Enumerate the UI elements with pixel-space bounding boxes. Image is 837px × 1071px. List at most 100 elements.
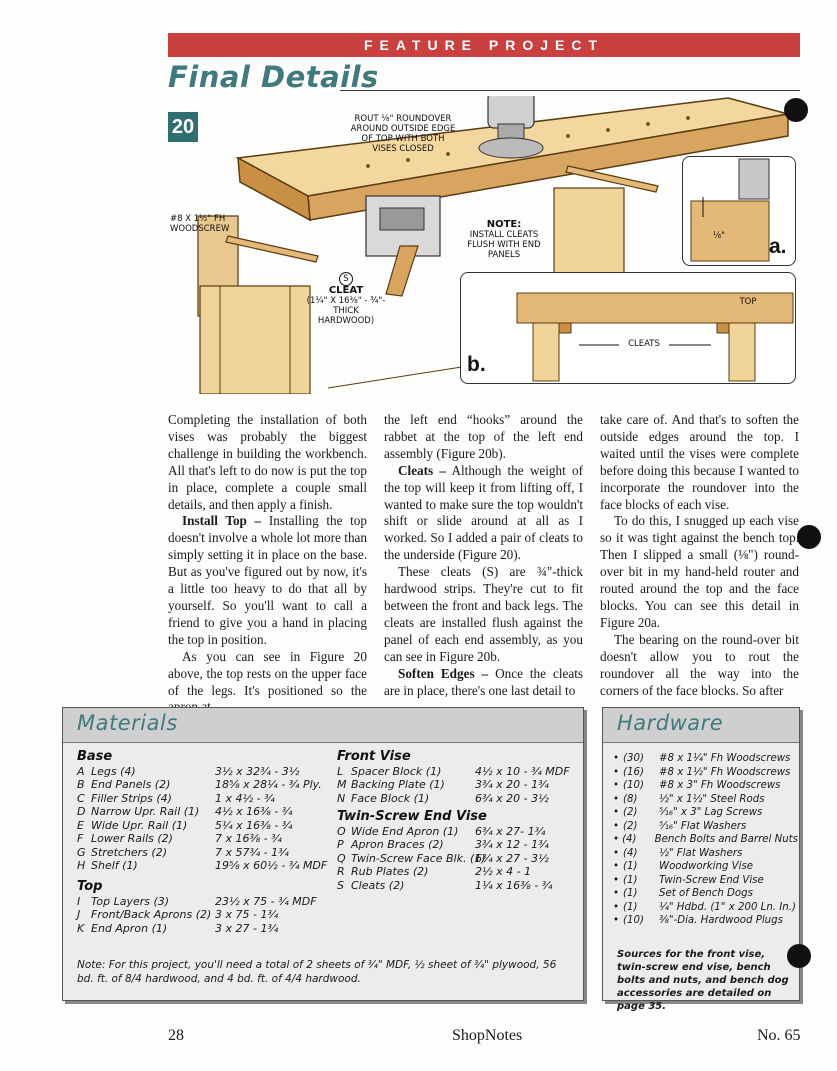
hardware-description: ⁵⁄₁₆" x 3" Lag Screws	[659, 807, 763, 818]
part-letter: Q	[337, 851, 346, 865]
part-name: Narrow Upr. Rail (1)	[91, 805, 200, 818]
hardware-quantity: (10)	[623, 780, 644, 791]
part-dimensions: 4½ x 16⅜ - ¾	[215, 805, 293, 818]
bullet-icon: •	[613, 766, 620, 778]
page-title: Final Details	[168, 60, 379, 94]
inset-a: ⅛" a.	[682, 156, 796, 266]
paragraph-text: Once the cleats are in place, there's on…	[384, 665, 583, 698]
paragraph: These cleats (S) are ¾"-thick hardwood s…	[384, 564, 583, 665]
bullet-icon: •	[613, 820, 620, 832]
hardware-item: •(10) #8 x 3" Fh Woodscrews	[613, 779, 798, 793]
paragraph: The bearing on the round-over bit doesn'…	[600, 632, 799, 700]
paragraph-text: Although the weight of the top will keep…	[384, 462, 583, 563]
hardware-title: Hardware	[617, 711, 724, 735]
inset-b-top-label: TOP	[739, 297, 757, 307]
bullet-icon: •	[613, 915, 620, 926]
binder-hole-mark	[797, 525, 821, 549]
hardware-description: Woodworking Vise	[659, 861, 754, 872]
part-name: Spacer Block (1)	[351, 764, 442, 778]
part-name: Twin-Screw Face Blk. (1)	[351, 851, 486, 865]
hardware-item: •(30)#8 x 1¼" Fh Woodscrews	[613, 752, 798, 766]
note-text: INSTALL CLEATS FLUSH WITH END PANELS	[467, 230, 541, 260]
paragraph-text: As you can see in Figure 20 above, the t…	[168, 648, 367, 715]
part-dimensions: 18⅝ x 28¼ - ¾ Ply.	[215, 778, 322, 791]
hardware-description: ¼" Hdbd. (1" x 200 Ln. In.)	[659, 901, 796, 913]
inset-b: TOP CLEATS b.	[460, 272, 796, 384]
materials-note: Note: For this project, you'll need a to…	[77, 959, 557, 985]
part-name: Top Layers (3)	[91, 894, 170, 908]
bullet-icon: •	[613, 834, 620, 845]
inset-a-illustration	[690, 158, 770, 262]
hardware-quantity: (4)	[622, 834, 637, 845]
group-heading: Top	[77, 879, 103, 894]
part-name: End Panels (2)	[91, 778, 171, 791]
part-name: Apron Braces (2)	[351, 838, 444, 851]
part-letter: N	[337, 791, 346, 805]
hardware-quantity: (16)	[623, 766, 644, 778]
part-letter: B	[77, 778, 85, 791]
hardware-quantity: (1)	[623, 861, 638, 872]
part-name: Face Block (1)	[351, 791, 430, 805]
paragraph: Soften Edges – Once the cleats are in pl…	[384, 666, 583, 700]
paragraph: Cleats – Although the weight of the top …	[384, 463, 583, 564]
part-letter: G	[77, 845, 86, 859]
part-letter: E	[77, 818, 84, 832]
part-dimensions: 3 x 27 - 1¾	[215, 921, 279, 935]
hardware-panel: Hardware •(30)#8 x 1¼" Fh Woodscrews•(16…	[602, 707, 800, 1012]
part-name: Wide Upr. Rail (1)	[91, 818, 188, 832]
figure-number: 20	[168, 112, 198, 142]
part-letter: I	[77, 894, 81, 908]
inset-b-cleats-label: CLEATS	[628, 339, 660, 349]
part-dimensions: 3¾ x 12 - 1¾	[475, 838, 549, 851]
bullet-icon: •	[613, 780, 620, 791]
hardware-quantity: (2)	[623, 807, 638, 818]
hardware-quantity: (10)	[623, 915, 644, 926]
inset-b-letter: b.	[467, 353, 486, 376]
hardware-item: •(2)⁵⁄₁₆" x 3" Lag Screws	[613, 806, 798, 820]
hardware-item: •(1)Woodworking Vise	[613, 860, 798, 874]
note-title: NOTE:	[486, 219, 522, 230]
hardware-note: Sources for the front vise, twin-screw e…	[617, 949, 789, 1012]
part-dimensions: 6¾ x 27- 1¾	[475, 824, 546, 838]
part-letter: S	[337, 878, 344, 892]
hardware-description: Set of Bench Dogs	[659, 888, 753, 899]
material-row: B End Panels (2) 18⅝ x 28¼ - ¾ Ply.	[77, 778, 327, 792]
part-dimensions: 1 x 4½ - ¾	[215, 791, 275, 805]
paragraph: Install Top – Installing the top doesn't…	[168, 513, 367, 648]
part-letter: R	[337, 865, 345, 878]
part-dimensions: 1¼ x 16⅜ - ¾	[475, 878, 553, 892]
bullet-icon: •	[613, 888, 620, 899]
magazine-name: ShopNotes	[452, 1027, 523, 1044]
hardware-quantity: (1)	[623, 888, 638, 899]
paragraph-text: the left end “hooks” around the rabbet a…	[384, 412, 583, 461]
part-name: Legs (4)	[91, 764, 136, 778]
inset-a-dimension: ⅛"	[712, 231, 726, 241]
paragraph: Completing the installation of both vise…	[168, 412, 367, 513]
issue-number: No. 65	[757, 1027, 801, 1044]
part-letter: K	[77, 921, 85, 935]
hardware-quantity: (30)	[623, 753, 644, 764]
cleat-text: (1¼" x 16⅜" - ¾"-THICK HARDWOOD)	[306, 296, 386, 326]
bullet-icon: •	[613, 753, 620, 764]
hardware-description: #8 x 3" Fh Woodscrews	[659, 780, 781, 791]
part-dimensions: 7 x 57¾ - 1¾	[215, 845, 289, 859]
cleat-label: S CLEAT (1¼" x 16⅜" - ¾"-THICK HARDWOOD)	[306, 272, 386, 326]
figure-20: 20 ROUT ⅛" ROUNDOVER AROUND OUTSIDE EDGE…	[168, 96, 800, 394]
feature-banner: FEATURE PROJECT	[168, 33, 800, 57]
part-letter: O	[337, 824, 346, 838]
bullet-icon: •	[613, 901, 620, 913]
paragraph-heading: Install Top –	[182, 513, 262, 529]
binder-hole-mark	[787, 944, 811, 968]
paragraph-text: These cleats (S) are ¾"-thick hardwood s…	[384, 564, 583, 664]
